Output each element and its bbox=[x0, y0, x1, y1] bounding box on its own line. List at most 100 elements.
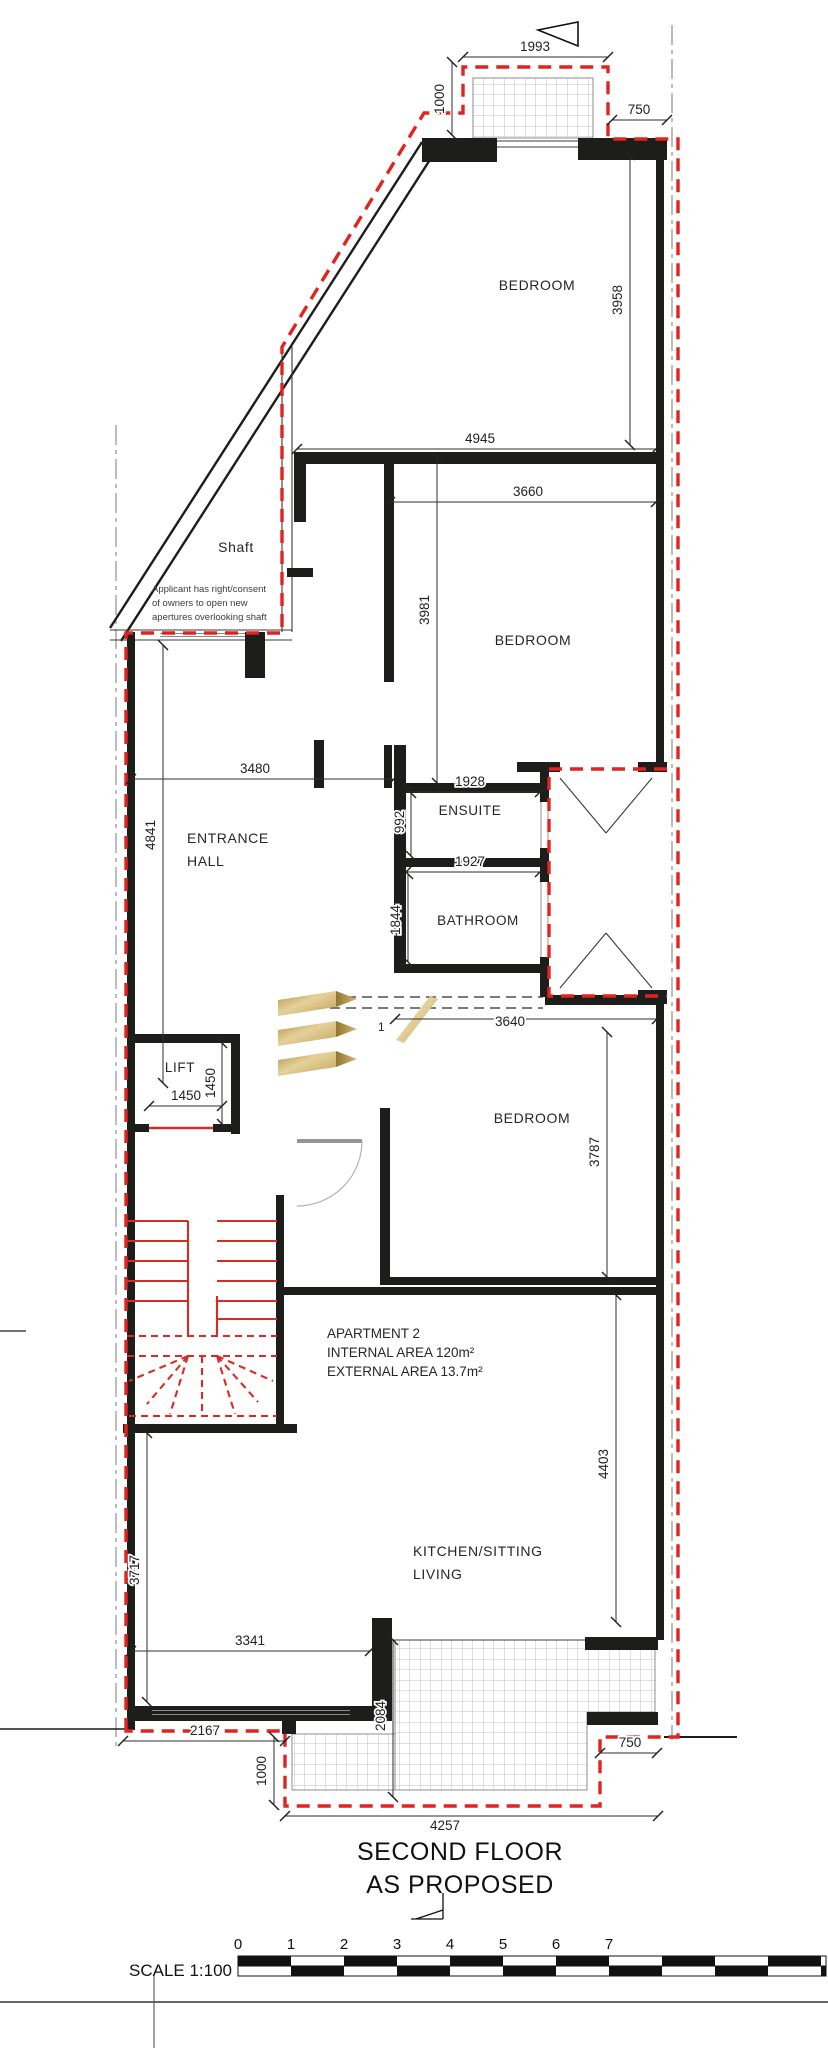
terraces bbox=[291, 77, 656, 1791]
north-flag-icon bbox=[535, 21, 579, 48]
svg-text:3958: 3958 bbox=[610, 285, 625, 315]
svg-text:2167: 2167 bbox=[190, 1723, 220, 1738]
room-label-bedroom-2: BEDROOM bbox=[495, 632, 572, 648]
svg-text:3640: 3640 bbox=[495, 1014, 525, 1029]
dim-hall-width: 3480 bbox=[125, 759, 400, 785]
dim-terrace-bottom-offset: 1000 bbox=[252, 1731, 280, 1811]
walls bbox=[108, 138, 667, 1734]
scale-label: SCALE 1:100 bbox=[129, 1961, 232, 1980]
dim-bedroom3-depth: 3787 bbox=[585, 1026, 613, 1283]
svg-text:3660: 3660 bbox=[513, 484, 543, 499]
svg-text:3717: 3717 bbox=[127, 1555, 142, 1585]
logo-watermark bbox=[278, 991, 438, 1076]
dim-bedroom2-depth: 3981 bbox=[415, 452, 443, 789]
dim-terrace-top-depth: 1000 bbox=[430, 56, 458, 141]
logo-chevron-bar bbox=[278, 1051, 357, 1076]
svg-text:992: 992 bbox=[392, 811, 407, 834]
dim-bottom-left-width: 2167 bbox=[117, 1721, 291, 1747]
dim-ensuite-depth: 992 bbox=[390, 787, 417, 862]
terrace-top-hatch bbox=[472, 77, 594, 139]
svg-text:3480: 3480 bbox=[240, 761, 270, 776]
room-label-bathroom: BATHROOM bbox=[437, 913, 519, 928]
shaft-note-line-2: of owners to open new bbox=[152, 598, 248, 609]
svg-text:2084: 2084 bbox=[373, 1700, 388, 1731]
dim-landing-width: 3640 bbox=[389, 1012, 663, 1031]
svg-text:1844: 1844 bbox=[388, 904, 403, 935]
room-label-kitchen-1: KITCHEN/SITTING bbox=[413, 1543, 543, 1559]
room-label-lift: LIFT bbox=[165, 1060, 195, 1075]
dim-kitchen-window-width: 3341 bbox=[125, 1631, 376, 1657]
demise-outline bbox=[124, 65, 680, 1808]
flag-markers bbox=[411, 21, 579, 1920]
svg-text:3341: 3341 bbox=[235, 1633, 265, 1648]
svg-text:750: 750 bbox=[619, 1735, 642, 1750]
dimensions: 1993 1000 750 3958 4945 3660 3981 3480 4… bbox=[117, 37, 673, 1835]
dim-bottom-right-offset: 750 bbox=[594, 1733, 663, 1759]
svg-text:4257: 4257 bbox=[430, 1818, 460, 1833]
demise-terrace-right bbox=[547, 767, 667, 998]
svg-text:7: 7 bbox=[605, 1936, 613, 1953]
svg-text:1927: 1927 bbox=[455, 854, 485, 869]
door-number: 1 bbox=[378, 1020, 385, 1034]
room-label-kitchen-2: LIVING bbox=[413, 1566, 463, 1582]
svg-text:4403: 4403 bbox=[596, 1449, 611, 1479]
dim-ensuite-width: 1928 bbox=[400, 772, 546, 798]
apartment-internal-area: INTERNAL AREA 120m² bbox=[327, 1345, 475, 1360]
room-label-bedroom-1: BEDROOM bbox=[499, 277, 576, 293]
shaft-note-line-3: apertures overlooking shaft bbox=[152, 612, 267, 623]
svg-text:1000: 1000 bbox=[254, 1756, 269, 1786]
svg-text:4945: 4945 bbox=[465, 431, 495, 446]
room-label-bedroom-3: BEDROOM bbox=[494, 1110, 571, 1126]
stair-winders-dashed bbox=[127, 1334, 277, 1418]
dim-terrace-bottom-depth: 2084 bbox=[371, 1634, 399, 1803]
svg-text:3787: 3787 bbox=[587, 1137, 602, 1167]
demise-boundary bbox=[124, 65, 680, 1808]
svg-text:1993: 1993 bbox=[520, 39, 550, 54]
dim-kitchen-depth-left: 3717 bbox=[125, 1427, 153, 1708]
drawing-title-line-2: AS PROPOSED bbox=[366, 1871, 554, 1899]
apartment-name: APARTMENT 2 bbox=[327, 1326, 420, 1341]
svg-text:750: 750 bbox=[628, 102, 651, 117]
svg-text:5: 5 bbox=[499, 1936, 507, 1953]
svg-text:3981: 3981 bbox=[417, 595, 432, 625]
room-labels: BEDROOM BEDROOM BEDROOM Shaft ENTRANCE H… bbox=[152, 277, 575, 1582]
dim-bathroom-depth: 1844 bbox=[386, 868, 414, 968]
doors bbox=[296, 1139, 363, 1207]
shaft-note-line-1: Applicant has right/consent bbox=[152, 584, 266, 595]
dim-hall-depth: 4841 bbox=[141, 639, 169, 1089]
entrance-door-swing bbox=[296, 1140, 363, 1207]
dim-kitchen-depth-right: 4403 bbox=[594, 1289, 622, 1628]
apartment-area-text: APARTMENT 2 INTERNAL AREA 120m² EXTERNAL… bbox=[327, 1326, 483, 1379]
svg-text:4: 4 bbox=[446, 1936, 454, 1953]
dim-lift-depth: 1450 bbox=[201, 1037, 228, 1130]
stair-treads bbox=[127, 1219, 277, 1336]
site-boundary-lines bbox=[115, 25, 673, 1748]
svg-text:1450: 1450 bbox=[203, 1068, 218, 1098]
svg-text:1928: 1928 bbox=[455, 774, 485, 789]
sheet-rules bbox=[0, 1976, 828, 2048]
logo-chevron-bar bbox=[278, 1021, 357, 1046]
svg-text:1000: 1000 bbox=[432, 84, 447, 114]
apartment-external-area: EXTERNAL AREA 13.7m² bbox=[327, 1364, 483, 1379]
dim-bedroom1-depth: 3958 bbox=[608, 149, 636, 451]
drawing-title-line-1: SECOND FLOOR bbox=[357, 1838, 563, 1866]
room-label-ensuite: ENSUITE bbox=[439, 803, 502, 818]
room-label-entrance-hall-1: ENTRANCE bbox=[187, 830, 269, 846]
svg-text:3: 3 bbox=[393, 1936, 401, 1953]
scale-bar-numbers: 0 1 2 3 4 5 6 7 bbox=[234, 1936, 613, 1953]
svg-text:2: 2 bbox=[340, 1936, 348, 1953]
dim-terrace-top-width: 1993 bbox=[457, 37, 614, 63]
svg-text:4841: 4841 bbox=[143, 820, 158, 850]
svg-text:0: 0 bbox=[234, 1936, 242, 1953]
terrace-bottom-strip-hatch bbox=[291, 1733, 396, 1791]
scale-bar-blocks bbox=[237, 1955, 827, 1977]
dim-bedroom2-width: 3660 bbox=[384, 482, 662, 508]
dim-lift-width: 1450 bbox=[143, 1086, 228, 1112]
dim-terrace-bottom-width: 4257 bbox=[279, 1810, 664, 1835]
dim-bathroom-width: 1927 bbox=[400, 852, 546, 878]
svg-text:6: 6 bbox=[552, 1936, 560, 1953]
room-label-entrance-hall-2: HALL bbox=[187, 853, 224, 869]
dim-terrace-top-offset: 750 bbox=[606, 100, 673, 126]
